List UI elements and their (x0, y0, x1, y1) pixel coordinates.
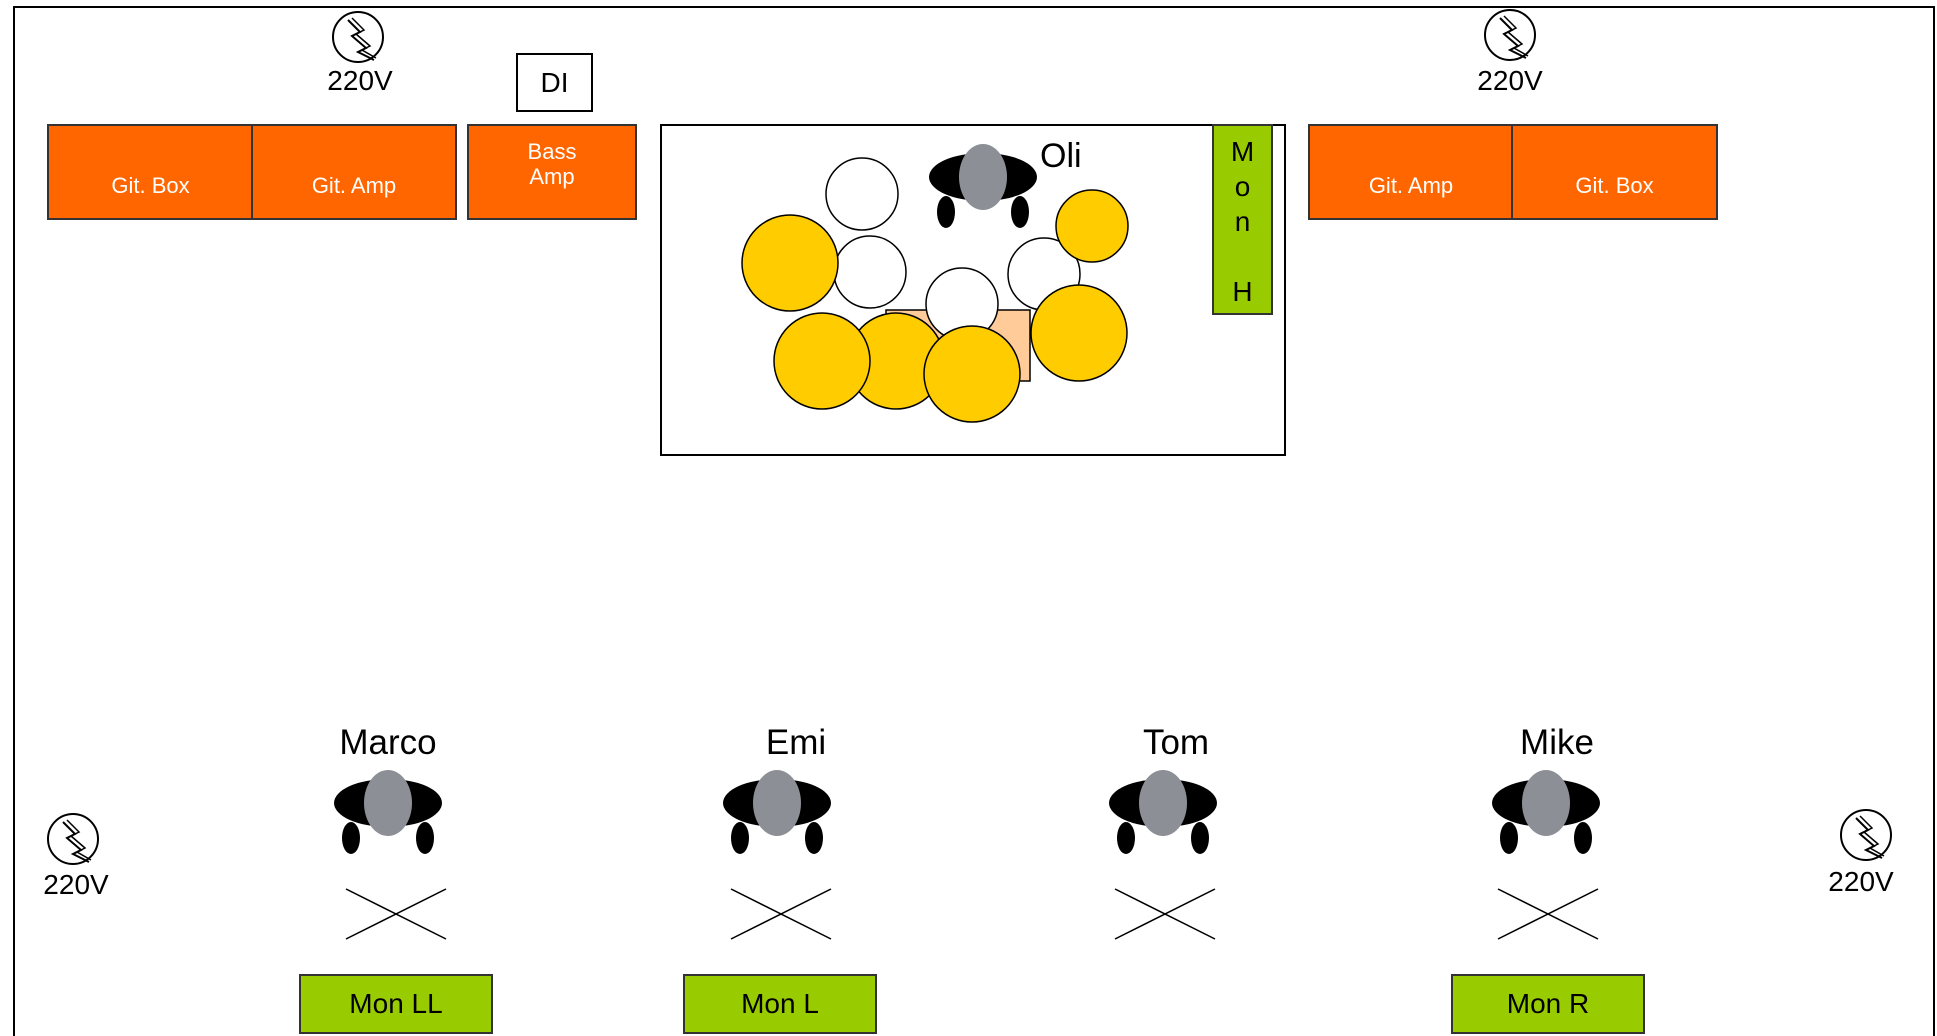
cymbal (825, 157, 899, 231)
bass-amp-line1: Bass (527, 138, 577, 164)
right-guitar-box: Git. Box (1511, 124, 1718, 220)
musician-name: Tom (1142, 723, 1210, 762)
left-guitar-amp: Git. Amp (251, 124, 457, 220)
person-topview-icon (929, 144, 1037, 228)
drum-tom (1055, 189, 1129, 263)
person-topview-icon (1109, 770, 1217, 854)
person-topview-icon (334, 770, 442, 854)
drum-monitor-h: M o n H (1212, 124, 1273, 315)
power-label-2: 220V (1477, 65, 1543, 96)
mark-x-icon (1114, 888, 1216, 940)
drum-floor-tom (1030, 284, 1128, 382)
power-label-4: 220V (1828, 866, 1894, 897)
power-outlet-icon (1840, 809, 1892, 861)
person-topview-icon (723, 770, 831, 854)
drummer-name: Oli (1040, 137, 1082, 175)
monitor-r: Mon R (1451, 974, 1645, 1034)
monitor-l: Mon L (683, 974, 877, 1034)
mark-x-icon (730, 888, 832, 940)
power-outlet-icon (1484, 9, 1536, 61)
monitor-ll: Mon LL (299, 974, 493, 1034)
di-box: DI (516, 53, 593, 112)
power-outlet-icon (332, 11, 384, 63)
musician-name: Marco (339, 723, 437, 762)
drum-tom (741, 214, 839, 312)
di-label: DI (540, 66, 569, 98)
right-guitar-amp: Git. Amp (1308, 124, 1514, 220)
mark-x-icon (345, 888, 447, 940)
drum-tom (923, 325, 1021, 423)
power-label-3: 220V (43, 869, 109, 900)
cymbal (833, 235, 907, 309)
power-label-1: 220V (327, 65, 393, 96)
power-outlet-icon (47, 813, 99, 865)
left-guitar-box: Git. Box (47, 124, 254, 220)
person-topview-icon (1492, 770, 1600, 854)
drum-tom (773, 312, 871, 410)
bass-amp-line2: Amp (529, 164, 575, 189)
musician-name: Emi (765, 723, 827, 762)
mark-x-icon (1497, 888, 1599, 940)
stage-outline (13, 6, 1935, 1036)
musician-name: Mike (1520, 723, 1594, 762)
drum-kit (741, 157, 1129, 423)
